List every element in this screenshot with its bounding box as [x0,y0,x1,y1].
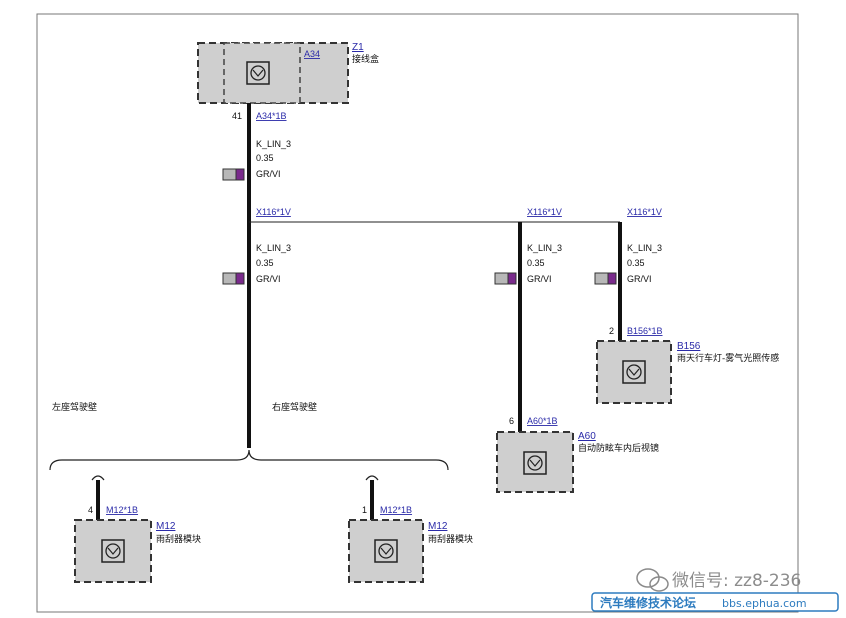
module-m12-left[interactable] [74,519,152,583]
wechat-icon [636,568,669,592]
b156-pin: 2 [609,326,614,336]
m12-right-ref[interactable]: M12 [428,521,448,532]
watermark-forum-box [591,592,839,612]
m12-right-pin: 1 [362,505,367,515]
module-m12-right[interactable] [348,519,424,583]
a60-connector[interactable]: A60*1B [527,416,558,426]
wire3-color-swatch-icon [494,272,517,285]
b156-connector[interactable]: B156*1B [627,326,663,336]
module-symbol-icon [374,539,398,563]
z1-pin: 41 [232,111,242,121]
module-z1[interactable]: Z1 接线盒 A34 [197,42,379,104]
module-a60[interactable] [496,431,574,493]
splice-label-1[interactable]: X116*1V [256,207,291,217]
z1-name: 接线盒 [352,53,379,65]
wire-break-left-icon [91,475,105,481]
variant-brace [49,449,449,471]
z1-connector[interactable]: A34*1B [256,111,287,121]
a60-pin: 6 [509,416,514,426]
m12-left-connector[interactable]: M12*1B [106,505,138,515]
diagram-frame [36,13,799,613]
splice-label-2[interactable]: X116*1V [527,207,562,217]
wire2-color: GR/VI [256,274,281,284]
a60-ref[interactable]: A60 [578,431,596,442]
m12-right-name: 雨刮器模块 [428,533,473,545]
label-right-drive: 右座驾驶壁 [272,401,317,413]
module-symbol-icon [246,61,270,85]
wire-break-right-icon [365,475,379,481]
m12-left-ref[interactable]: M12 [156,521,176,532]
b156-name: 雨天行车灯-雾气光照传感 [677,352,779,364]
wire4-color-swatch-icon [594,272,617,285]
watermark-wechat: 微信号: zz8-236 [672,571,801,591]
z1-sub[interactable]: A34 [304,49,320,59]
wire1-color: GR/VI [256,169,281,179]
label-left-drive: 左座驾驶壁 [52,401,97,413]
b156-ref[interactable]: B156 [677,341,701,352]
wire4-color: GR/VI [627,274,652,284]
splice-label-3[interactable]: X116*1V [627,207,662,217]
watermark-url: bbs.ephua.com [722,597,807,610]
module-symbol-icon [101,539,125,563]
module-b156[interactable] [596,340,672,404]
wire3-size: 0.35 [527,258,545,268]
module-symbol-icon [523,451,547,475]
wire3-color: GR/VI [527,274,552,284]
m12-left-pin: 4 [88,505,93,515]
z1-ref[interactable]: Z1 [352,42,364,53]
watermark-forum: 汽车维修技术论坛 [600,595,696,610]
watermark: 微信号: zz8-236 汽车维修技术论坛 bbs.ephua.com [591,568,839,612]
wire2-signal: K_LIN_3 [256,243,291,253]
wire4-size: 0.35 [627,258,645,268]
wire2-size: 0.35 [256,258,274,268]
wire1-size: 0.35 [256,153,274,163]
m12-right-connector[interactable]: M12*1B [380,505,412,515]
wire2-color-swatch-icon [222,272,245,285]
m12-left-name: 雨刮器模块 [156,533,201,545]
module-symbol-icon [622,360,646,384]
a60-name: 自动防眩车内后视镜 [578,442,659,454]
wire3-signal: K_LIN_3 [527,243,562,253]
wire1-signal: K_LIN_3 [256,139,291,149]
wire4-signal: K_LIN_3 [627,243,662,253]
wire1-color-swatch-icon [222,168,245,181]
